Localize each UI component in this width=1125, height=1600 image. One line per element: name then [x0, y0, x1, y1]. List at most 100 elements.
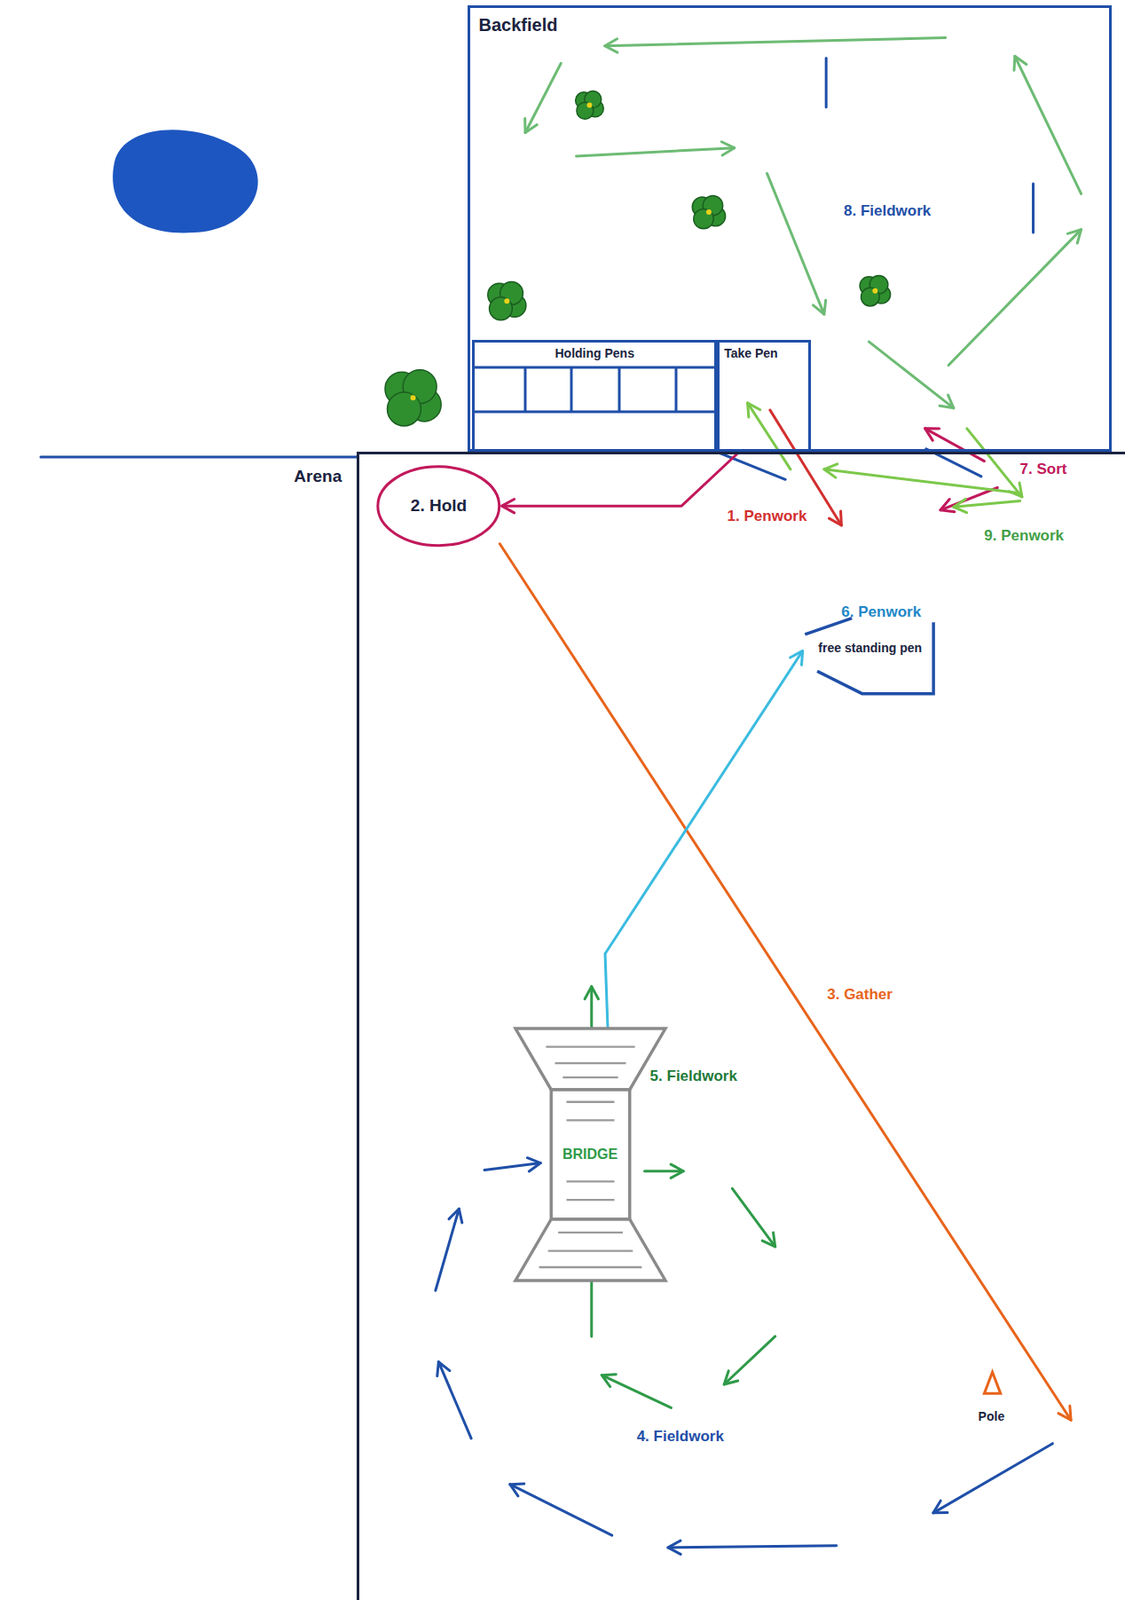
arrow-head — [668, 1540, 681, 1554]
bridge-outline — [515, 1219, 666, 1281]
bridge-plank — [558, 1231, 623, 1234]
node-label: Take Pen — [723, 346, 778, 361]
route-arrow — [948, 229, 1081, 366]
arrow-head — [1058, 1405, 1071, 1420]
bridge: BRIDGE — [515, 1028, 666, 1281]
connector-line — [502, 451, 740, 506]
bridge-plank — [566, 1180, 614, 1182]
pen-divider — [675, 367, 678, 412]
pen-divider — [618, 367, 622, 412]
arrow-head — [953, 498, 968, 512]
route-arrow — [499, 543, 1071, 1420]
hold-ring — [377, 466, 500, 546]
arrow-head — [1008, 482, 1023, 497]
node-label: 2. Hold — [410, 495, 467, 516]
bush — [692, 195, 725, 229]
arrow-head — [939, 394, 954, 409]
route-arrow — [510, 1484, 613, 1535]
bush-flower — [872, 288, 878, 294]
arrow-head — [670, 1164, 684, 1178]
callout-number: 1. Penwork — [727, 507, 808, 526]
arrow-head — [747, 402, 761, 417]
bush — [575, 91, 605, 120]
bridge-plank — [566, 1198, 614, 1201]
bush-leaf — [387, 392, 422, 426]
arrow-head — [448, 1208, 463, 1223]
route-arrow — [747, 402, 791, 470]
arrow-head — [502, 499, 515, 513]
arrow-head — [527, 1157, 541, 1172]
route-arrow — [525, 62, 561, 133]
route-arrow — [731, 1187, 775, 1247]
hold-circle: 2. Hold — [375, 463, 503, 550]
callout-number: 9. Penwork — [983, 527, 1064, 545]
arrow-head — [824, 464, 838, 478]
arrow-head — [1014, 55, 1027, 71]
arrow-head — [933, 1500, 948, 1513]
bush-leaf — [584, 91, 602, 109]
pond — [112, 129, 259, 233]
bridge-plank — [566, 1118, 614, 1121]
callout-number: 3. Gather — [826, 985, 893, 1004]
route-arrow — [723, 1336, 775, 1385]
bush — [859, 275, 890, 306]
pen-divider — [524, 367, 528, 412]
obstacle-panel — [825, 58, 828, 108]
gate-line — [716, 451, 786, 480]
route-arrow — [601, 1375, 671, 1409]
arrow-head — [584, 986, 598, 1000]
bridge-outline — [550, 1089, 630, 1220]
route-arrow — [1014, 55, 1082, 194]
route-arrow — [766, 173, 824, 315]
arrow-head — [437, 1361, 450, 1377]
route-arrow — [824, 469, 1017, 493]
bush — [385, 369, 441, 426]
bush-leaf — [860, 287, 880, 307]
field-boundary — [40, 456, 357, 459]
bush-flower — [410, 394, 417, 401]
route-arrow — [645, 1169, 685, 1173]
callout-number: Pole — [978, 1408, 1006, 1424]
route-arrow — [925, 428, 985, 462]
route-arrow — [605, 38, 946, 47]
callout-number: 8. Fieldwork — [843, 202, 931, 221]
arrow-head — [1067, 229, 1081, 244]
bush-leaf — [693, 208, 714, 229]
pole-symbol — [983, 1371, 1000, 1393]
route-arrow — [668, 1545, 837, 1548]
callout-number: 7. Sort — [1020, 460, 1068, 479]
bush-flower — [503, 298, 510, 304]
arrow-head — [510, 1483, 525, 1496]
bridge-plank — [538, 1266, 642, 1268]
arrow-head — [762, 1232, 776, 1247]
callout-number: 6. Penwork — [841, 603, 921, 622]
bridge-plank — [566, 1100, 614, 1102]
node-label: Arena — [293, 466, 342, 487]
arena-region: Arena2. Holdfree standing penBRIDGE — [356, 451, 1125, 1600]
node-label: Holding Pens — [555, 346, 635, 361]
take-pen: Take Pen — [716, 339, 811, 452]
arrow-head — [812, 299, 826, 315]
route-arrow — [868, 341, 953, 409]
pen-rail — [474, 409, 715, 413]
bridge-plank — [554, 1062, 626, 1064]
node-label: Backfield — [479, 15, 559, 36]
arrow-head — [925, 428, 940, 441]
arrow-head — [605, 39, 618, 53]
bush-leaf — [489, 297, 513, 321]
backfield-region: BackfieldHolding Pens Take Pen — [467, 5, 1113, 453]
connector-line — [605, 650, 803, 1028]
arrow-head — [723, 1370, 738, 1385]
bridge-plank — [562, 1076, 618, 1078]
route-arrow — [438, 1361, 472, 1439]
free-standing-pen: free standing pen — [802, 613, 938, 696]
obstacle-panel — [1031, 183, 1035, 233]
bridge-plank — [547, 1249, 633, 1251]
bush-leaf — [576, 102, 594, 119]
bush — [487, 282, 527, 321]
arrow-head — [940, 499, 955, 512]
arrow-head — [828, 511, 842, 526]
bridge-plank — [545, 1045, 635, 1047]
